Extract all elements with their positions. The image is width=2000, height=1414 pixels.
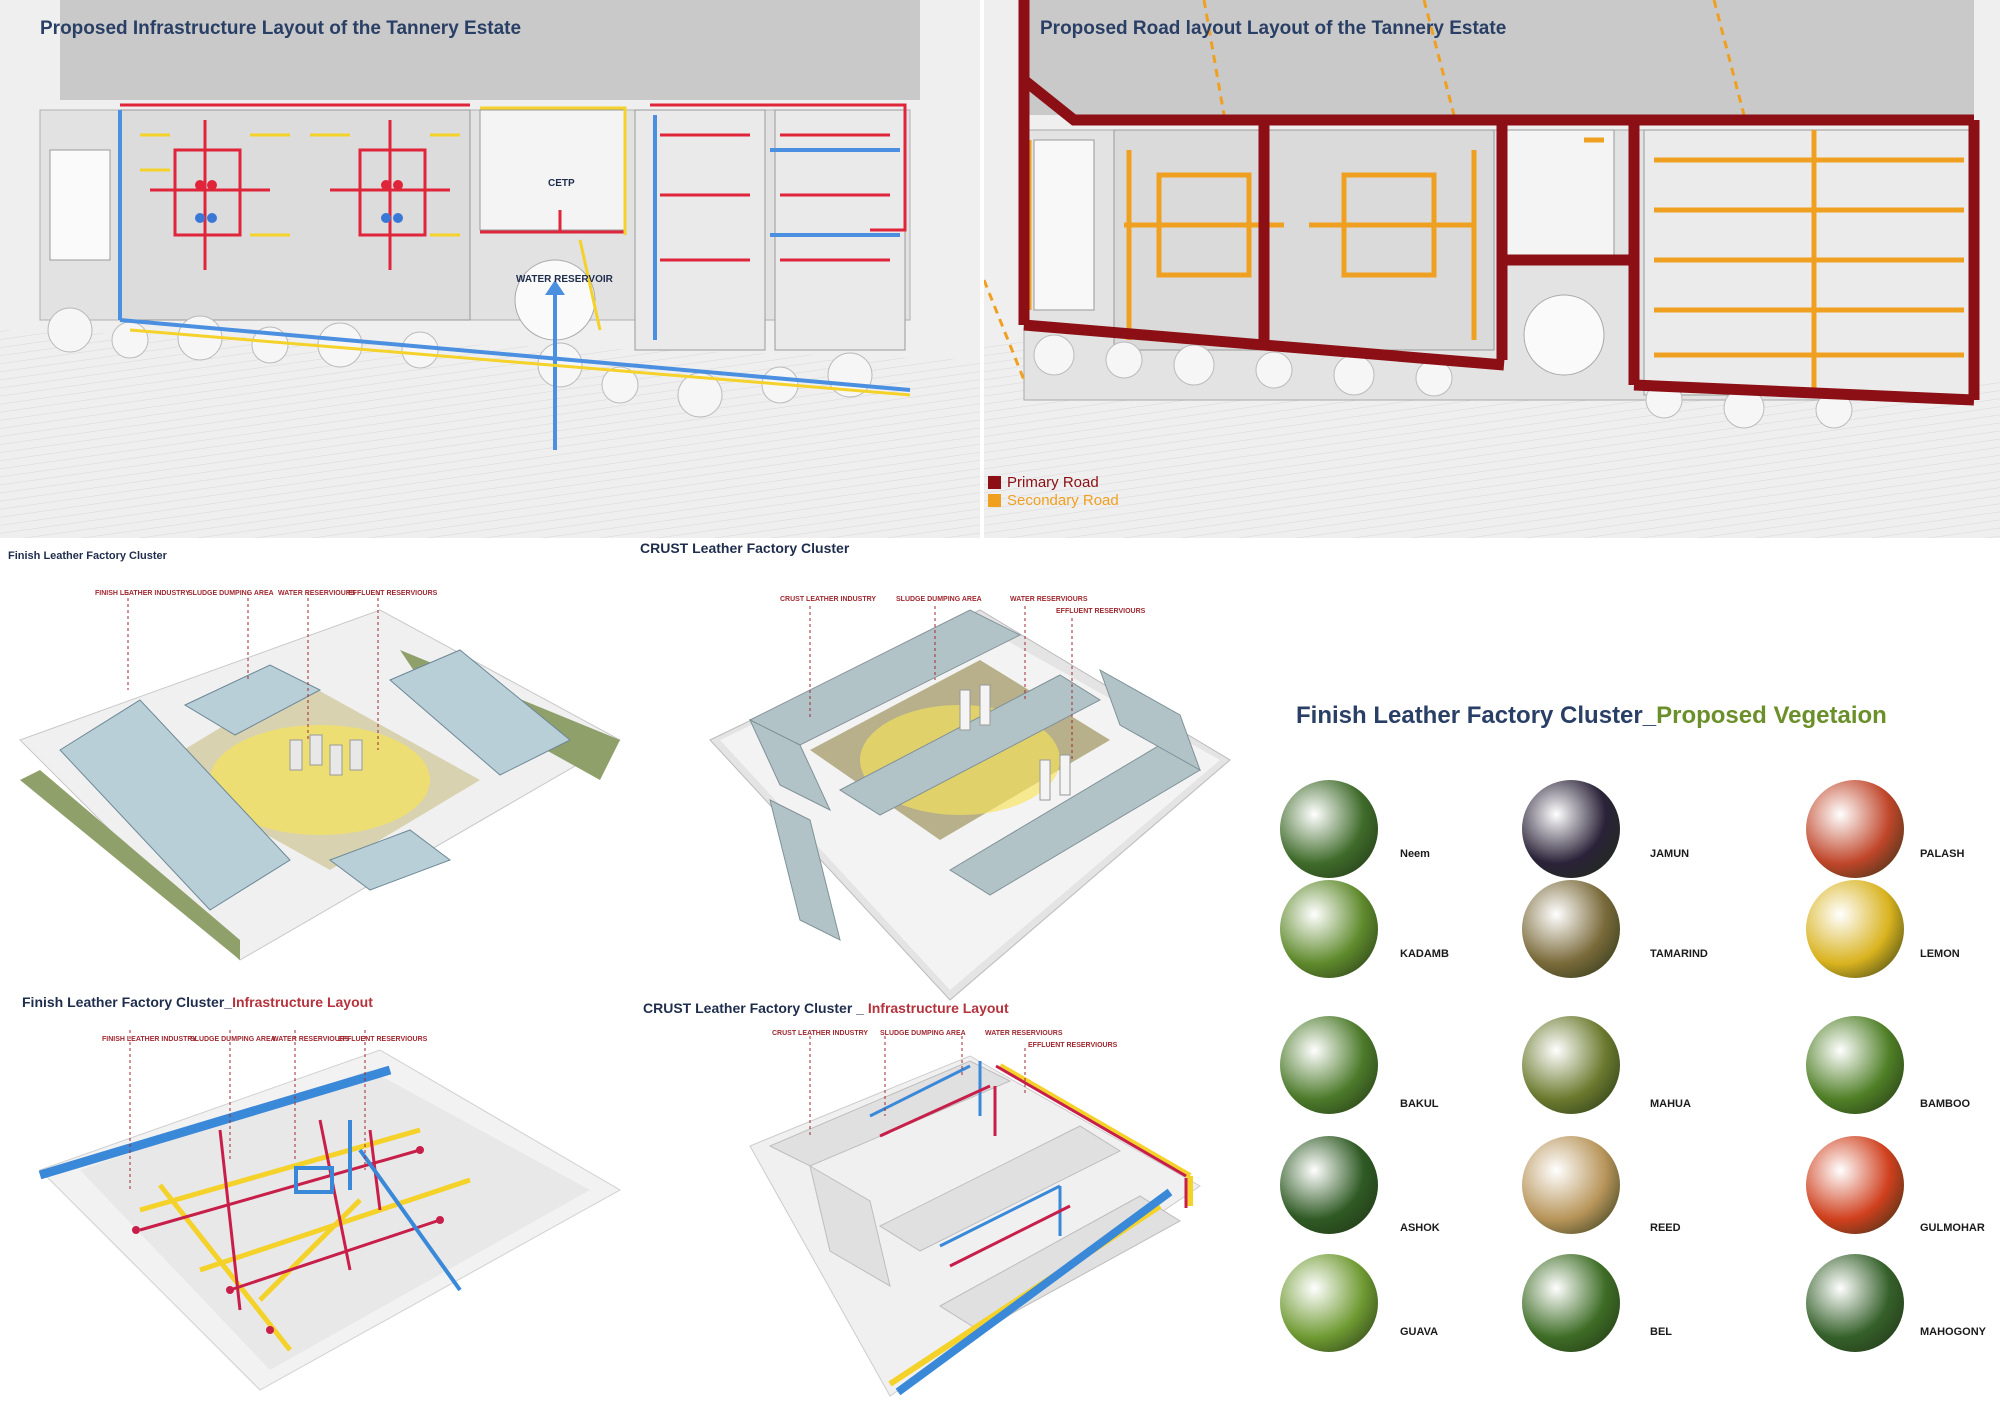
crust-cluster-title: CRUST Leather Factory Cluster — [640, 540, 850, 556]
finish-callout-water: WATER RESERVIOURS — [278, 590, 356, 597]
tree-label-tamarind: TAMARIND — [1650, 948, 1708, 960]
tree-label-reed: REED — [1650, 1222, 1681, 1234]
finish-infra-title-main: Finish Leather Factory Cluster_ — [22, 994, 233, 1010]
tree-photo-jamun — [1522, 780, 1620, 878]
tree-label-lemon: LEMON — [1920, 948, 1960, 960]
tree-photo-guava — [1280, 1254, 1378, 1352]
infrastructure-plan-drawing — [0, 0, 980, 538]
primary-road-swatch — [988, 476, 1001, 489]
finish-cluster-title: Finish Leather Factory Cluster — [8, 550, 167, 562]
finish-infra-title: Finish Leather Factory Cluster_Infrastru… — [22, 994, 373, 1010]
tree-photo-bel — [1522, 1254, 1620, 1352]
finish-callout-sludge: SLUDGE DUMPING AREA — [188, 590, 274, 597]
tree-label-ashok: ASHOK — [1400, 1222, 1440, 1234]
tree-label-kadamb: KADAMB — [1400, 948, 1449, 960]
tree-label-bel: BEL — [1650, 1326, 1672, 1338]
crust-infra-callout-industry: CRUST LEATHER INDUSTRY — [772, 1030, 869, 1037]
crust-callout-industry: CRUST LEATHER INDUSTRY — [780, 596, 877, 603]
tree-photo-tamarind — [1522, 880, 1620, 978]
finish-cluster-panel: Finish Leather Factory Cluster FINISH LE… — [0, 540, 640, 990]
secondary-road-swatch — [988, 494, 1001, 507]
crust-callout-effluent: EFFLUENT RESERVIOURS — [1056, 608, 1146, 615]
road-plan-drawing — [984, 0, 2000, 538]
tree-photo-mahogony — [1806, 1254, 1904, 1352]
tree-label-jamun: JAMUN — [1650, 848, 1690, 860]
finish-cluster-drawing — [19, 592, 622, 961]
primary-road-label: Primary Road — [1007, 474, 1099, 491]
tree-label-palash: PALASH — [1920, 848, 1965, 860]
tree-label-bakul: BAKUL — [1400, 1098, 1439, 1110]
crust-callout-sludge: SLUDGE DUMPING AREA — [896, 596, 982, 603]
tree-photo-neem — [1280, 780, 1378, 878]
crust-infra-title-highlight: Infrastructure Layout — [867, 1000, 1009, 1016]
infrastructure-plan-title: Proposed Infrastructure Layout of the Ta… — [40, 18, 522, 39]
tree-label-neem: Neem — [1400, 848, 1430, 860]
finish-infra-callout-effluent: EFFLUENT RESERVIOURS — [338, 1036, 428, 1043]
crust-infra-drawing — [749, 1036, 1201, 1397]
road-plan-panel: Proposed Road layout Layout of the Tanne… — [984, 0, 2000, 538]
crust-infra-callout-water: WATER RESERVIOURS — [985, 1030, 1063, 1037]
tree-photo-bakul — [1280, 1016, 1378, 1114]
tree-photo-lemon — [1806, 880, 1904, 978]
finish-infra-drawing — [38, 1030, 622, 1391]
finish-infra-title-highlight: Infrastructure Layout — [232, 994, 373, 1010]
water-reservoir-label: WATER RESERVOIR — [516, 274, 613, 285]
finish-infra-panel: Finish Leather Factory Cluster_Infrastru… — [0, 990, 640, 1414]
vegetation-title: Finish Leather Factory Cluster_Proposed … — [1296, 702, 1887, 730]
tree-label-gulmohar: GULMOHAR — [1920, 1222, 1985, 1234]
finish-infra-callout-water: WATER RESERVIOURS — [272, 1036, 350, 1043]
secondary-road-label: Secondary Road — [1007, 492, 1119, 509]
tree-label-mahogony: MAHOGONY — [1920, 1326, 1986, 1338]
tree-photo-ashok — [1280, 1136, 1378, 1234]
tree-photo-palash — [1806, 780, 1904, 878]
tree-photo-bamboo — [1806, 1016, 1904, 1114]
crust-infra-title-main: CRUST Leather Factory Cluster _ — [643, 1000, 864, 1016]
finish-callout-effluent: EFFLUENT RESERVIOURS — [348, 590, 438, 597]
legend-primary-road: Primary Road — [988, 474, 1099, 491]
infrastructure-plan-panel: Proposed Infrastructure Layout of the Ta… — [0, 0, 980, 538]
road-plan-title: Proposed Road layout Layout of the Tanne… — [1040, 18, 1507, 39]
crust-cluster-drawing — [709, 606, 1231, 1001]
crust-cluster-panel: CRUST Leather Factory Cluster CRUST LEAT… — [640, 540, 1260, 1010]
finish-callout-industry: FINISH LEATHER INDUSTRY — [95, 590, 190, 597]
vegetation-title-main: Finish Leather Factory Cluster_ — [1296, 702, 1657, 729]
crust-callout-water: WATER RESERVIOURS — [1010, 596, 1088, 603]
finish-infra-callout-sludge: SLUDGE DUMPING AREA — [190, 1036, 276, 1043]
tree-label-guava: GUAVA — [1400, 1326, 1439, 1338]
legend-secondary-road: Secondary Road — [988, 492, 1119, 509]
tree-label-mahua: MAHUA — [1650, 1098, 1691, 1110]
tree-photo-reed — [1522, 1136, 1620, 1234]
crust-infra-panel: CRUST Leather Factory Cluster _ Infrastr… — [640, 996, 1260, 1414]
tree-label-bamboo: BAMBOO — [1920, 1098, 1971, 1110]
tree-photo-kadamb — [1280, 880, 1378, 978]
cetp-label: CETP — [548, 178, 575, 189]
crust-infra-callout-effluent: EFFLUENT RESERVIOURS — [1028, 1042, 1118, 1049]
tree-photo-gulmohar — [1806, 1136, 1904, 1234]
crust-infra-callout-sludge: SLUDGE DUMPING AREA — [880, 1030, 966, 1037]
crust-infra-title: CRUST Leather Factory Cluster _ Infrastr… — [643, 1000, 1009, 1016]
tree-photo-mahua — [1522, 1016, 1620, 1114]
vegetation-title-highlight: Proposed Vegetaion — [1656, 702, 1887, 729]
finish-infra-callout-industry: FINISH LEATHER INDUSTRY — [102, 1036, 197, 1043]
